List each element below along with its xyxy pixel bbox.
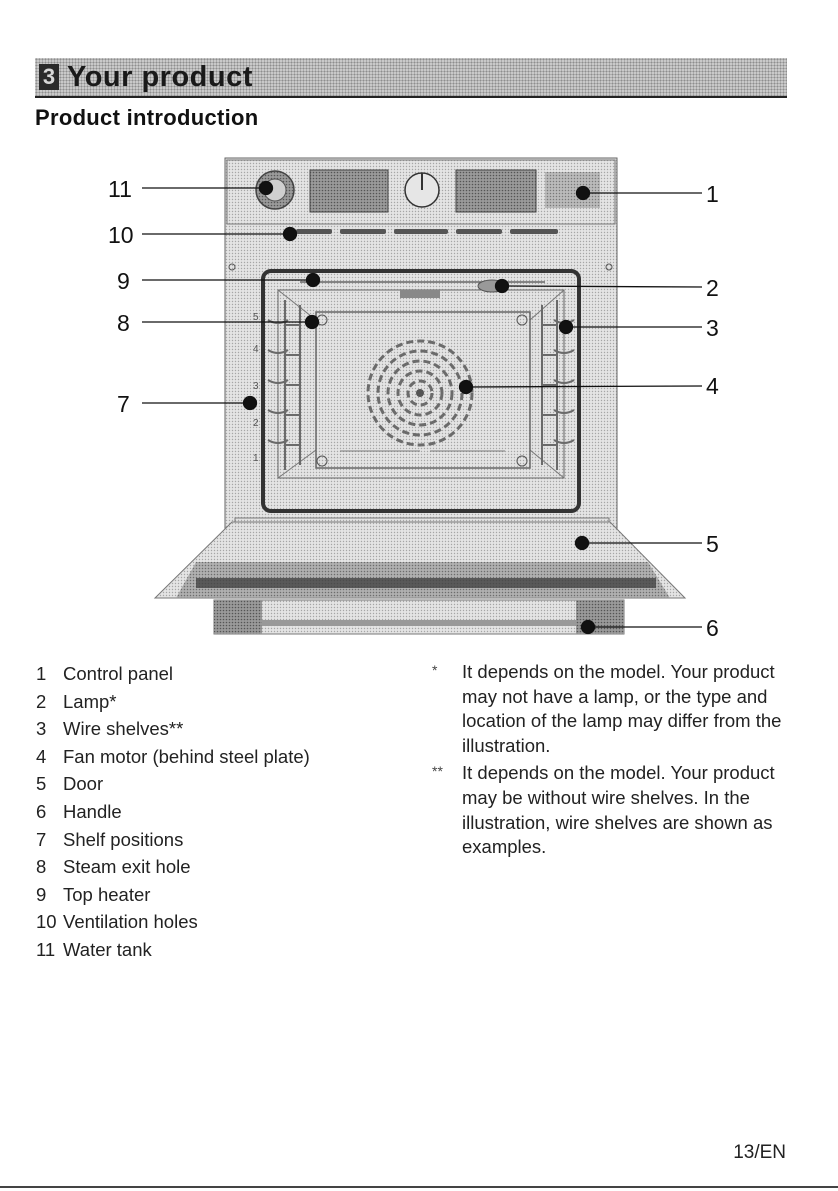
door-handle: [213, 599, 625, 635]
footnote-mark: **: [432, 763, 443, 780]
oven-illustration: 5 4 3 2 1: [0, 150, 838, 650]
list-item: 4 Fan motor (behind steel plate): [36, 743, 396, 771]
part-number: 8: [36, 856, 47, 878]
callout-label-1: 1: [706, 181, 719, 207]
callout-label-4: 4: [706, 373, 719, 399]
part-label: Fan motor (behind steel plate): [63, 745, 310, 767]
list-item: 8 Steam exit hole: [36, 853, 396, 881]
part-number: 5: [36, 773, 47, 795]
part-number: 9: [36, 883, 47, 905]
display-left: [309, 169, 389, 213]
part-label: Shelf positions: [63, 828, 184, 850]
part-label: Handle: [63, 800, 122, 822]
callout-label-10: 10: [108, 222, 134, 248]
list-item: 1 Control panel: [36, 660, 396, 688]
part-number: 11: [36, 938, 56, 960]
footnote-mark: *: [432, 662, 438, 678]
part-label: Ventilation holes: [63, 911, 198, 933]
footnote: * It depends on the model. Your product …: [432, 660, 792, 758]
footer-rule: [0, 1186, 838, 1188]
list-item: 10 Ventilation holes: [36, 908, 396, 936]
list-item: 6 Handle: [36, 798, 396, 826]
wire-shelves-left: [267, 300, 301, 470]
callout-label-11: 11: [108, 176, 132, 202]
footnote-text: It depends on the model. Your product ma…: [462, 661, 782, 756]
ventilation-slots: [296, 229, 558, 234]
part-label: Top heater: [63, 883, 151, 905]
callout-label-9: 9: [117, 268, 130, 294]
footnotes: * It depends on the model. Your product …: [432, 660, 792, 863]
callout-label-6: 6: [706, 615, 719, 641]
callout-label-8: 8: [117, 310, 130, 336]
footnote-text: It depends on the model. Your product ma…: [462, 762, 775, 858]
fan-grille: [366, 339, 474, 447]
part-number: 10: [36, 911, 57, 933]
callout-label-2: 2: [706, 275, 719, 301]
chapter-number-badge: 3: [39, 64, 59, 90]
list-item: 5 Door: [36, 770, 396, 798]
part-number: 2: [36, 690, 47, 712]
list-item: 11 Water tank: [36, 936, 396, 964]
chapter-header: 3 Your product: [35, 58, 787, 98]
shelf-number: 2: [253, 418, 259, 429]
shelf-number: 3: [253, 381, 259, 392]
shelf-number: 1: [253, 453, 259, 464]
list-item: 3 Wire shelves**: [36, 715, 396, 743]
callout-lines: [142, 180, 703, 635]
part-label: Water tank: [63, 938, 152, 960]
callout-label-3: 3: [706, 315, 719, 341]
footnote: ** It depends on the model. Your product…: [432, 761, 792, 859]
shelf-number: 4: [253, 344, 259, 355]
part-label: Steam exit hole: [63, 856, 191, 878]
part-number: 7: [36, 828, 47, 850]
part-number: 3: [36, 718, 47, 740]
shelf-number: 5: [253, 312, 259, 323]
page-number: 13/EN: [733, 1142, 786, 1163]
part-label: Wire shelves**: [63, 718, 184, 740]
part-number: 6: [36, 800, 47, 822]
list-item: 9 Top heater: [36, 881, 396, 909]
chapter-title: Your product: [67, 61, 253, 93]
list-item: 2 Lamp*: [36, 688, 396, 716]
part-number: 4: [36, 745, 47, 767]
part-label: Lamp*: [63, 690, 117, 712]
section-title: Product introduction: [35, 105, 259, 130]
part-number: 1: [36, 663, 47, 684]
part-label: Door: [63, 773, 104, 795]
part-label: Control panel: [63, 663, 174, 684]
display-right: [455, 169, 537, 213]
list-item: 7 Shelf positions: [36, 826, 396, 854]
callout-label-5: 5: [706, 531, 719, 557]
callout-label-7: 7: [117, 391, 130, 417]
